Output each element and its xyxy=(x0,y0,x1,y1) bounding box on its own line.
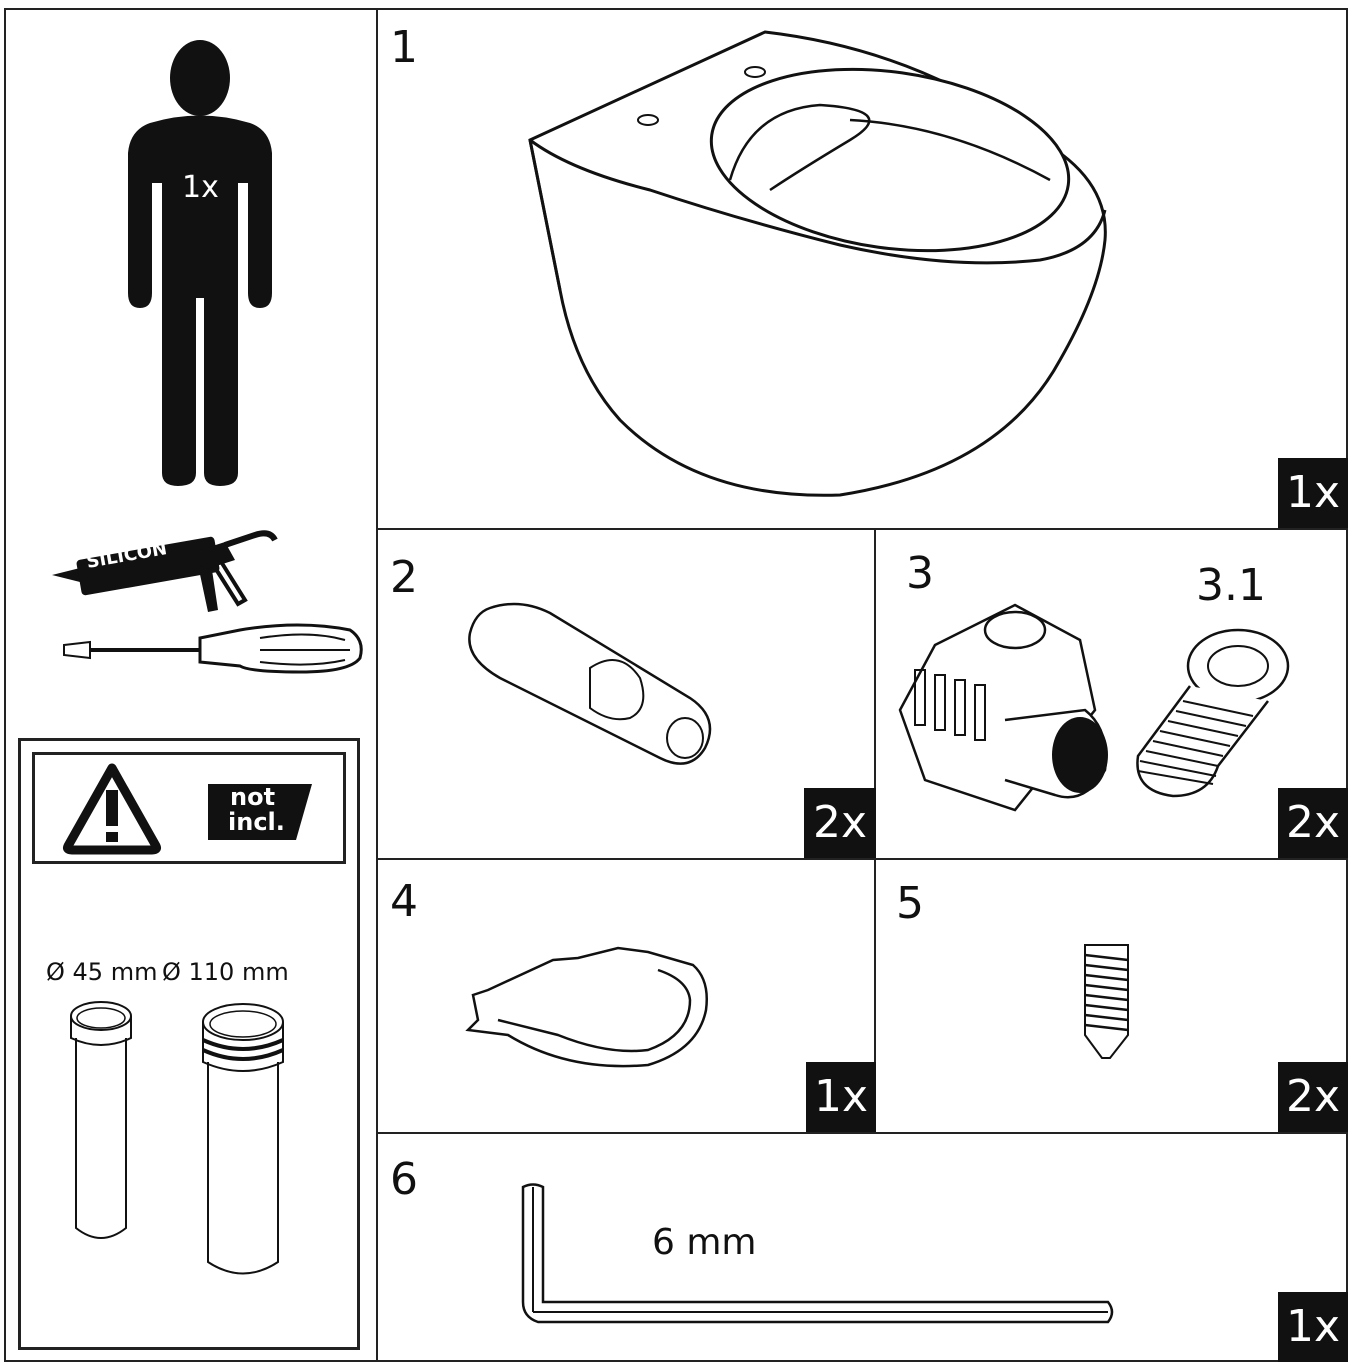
part-4-qty: 1x xyxy=(806,1062,876,1132)
toilet-bowl-icon xyxy=(528,30,1107,497)
threaded-sleeve-icon xyxy=(1136,628,1290,798)
part-1-number: 1 xyxy=(390,22,418,73)
person-count: 1x xyxy=(182,170,219,205)
part-5-qty: 2x xyxy=(1278,1062,1348,1132)
part-1-qty: 1x xyxy=(1278,458,1348,528)
part-3-1-label: 3.1 xyxy=(1196,560,1266,611)
part-2-qty: 2x xyxy=(804,788,876,858)
person-icon xyxy=(128,40,272,486)
wall-plug-icon xyxy=(468,602,712,765)
pipe-small-icon xyxy=(70,1001,132,1239)
pipe-large-label: Ø 110 mm xyxy=(162,958,289,986)
fixing-bracket-icon xyxy=(898,603,1108,812)
hex-key-size-label: 6 mm xyxy=(652,1222,757,1263)
part-6-qty: 1x xyxy=(1278,1292,1348,1362)
screwdriver-icon xyxy=(63,623,363,674)
not-included-line1: not xyxy=(230,783,276,811)
grub-screw-icon xyxy=(1084,944,1129,1059)
not-included-line2: incl. xyxy=(228,808,285,836)
part-4-number: 4 xyxy=(390,876,418,927)
not-included-box xyxy=(18,738,360,1350)
part-3-number: 3 xyxy=(906,548,934,599)
warning-header xyxy=(32,752,346,864)
part-3-qty: 2x xyxy=(1278,788,1348,858)
part-5-number: 5 xyxy=(896,878,924,929)
part-6-cell xyxy=(376,1132,1348,1362)
silicone-gun-icon xyxy=(52,530,278,612)
part-6-number: 6 xyxy=(390,1154,418,1205)
hex-key-icon xyxy=(521,1183,1114,1324)
not-included-icon xyxy=(208,784,312,840)
seal-gasket-icon xyxy=(465,946,708,1068)
warning-icon xyxy=(63,763,161,855)
pipe-small-label: Ø 45 mm xyxy=(46,958,158,986)
pipe-large-icon xyxy=(202,1003,284,1275)
part-2-number: 2 xyxy=(390,552,418,603)
